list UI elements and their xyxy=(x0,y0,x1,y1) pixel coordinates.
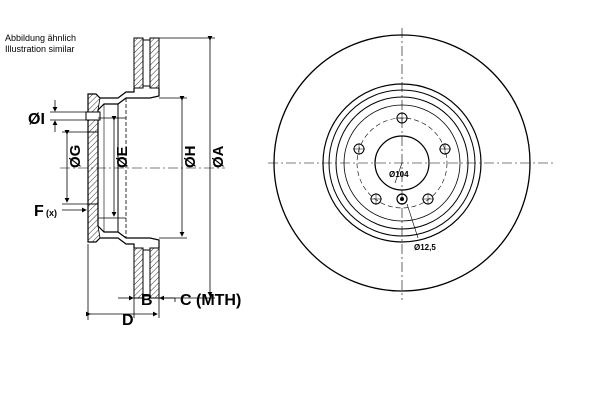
label-c-mth: C (MTH) xyxy=(180,292,241,309)
pin-hole xyxy=(396,193,408,205)
label-phi-g: ØG xyxy=(67,145,84,168)
leader-hole xyxy=(406,203,419,239)
section-dimensions xyxy=(50,36,215,320)
hub-face xyxy=(87,131,99,205)
leader-bolt-circle xyxy=(394,162,403,184)
lower-ring-outer-plate xyxy=(149,247,160,299)
label-phi-a: ØA xyxy=(210,145,227,168)
bolt-hole-section xyxy=(85,111,101,121)
upper-ring-outer-plate xyxy=(149,37,160,89)
center-bore xyxy=(374,135,430,191)
label-phi-h: ØH xyxy=(182,146,199,169)
label-f-sub: (x) xyxy=(46,208,57,218)
label-f: F xyxy=(34,203,44,220)
label-phi-e: ØE xyxy=(114,146,131,168)
label-bolt-circle: Ø104 xyxy=(389,170,409,179)
label-d: D xyxy=(122,312,134,329)
hat-outer-edge xyxy=(322,83,482,243)
lower-ring-inner-plate xyxy=(133,247,144,299)
upper-ring-inner-plate xyxy=(133,37,144,89)
label-b: B xyxy=(141,292,153,309)
illustration-note-en: Illustration similar xyxy=(5,44,75,54)
label-phi-i: ØI xyxy=(28,111,45,128)
disc-outer-edge xyxy=(273,34,531,292)
label-hole-dia: Ø12,5 xyxy=(414,243,436,252)
illustration-note-de: Abbildung ähnlich xyxy=(5,33,77,43)
front-view xyxy=(268,28,555,300)
section-view xyxy=(60,37,225,299)
